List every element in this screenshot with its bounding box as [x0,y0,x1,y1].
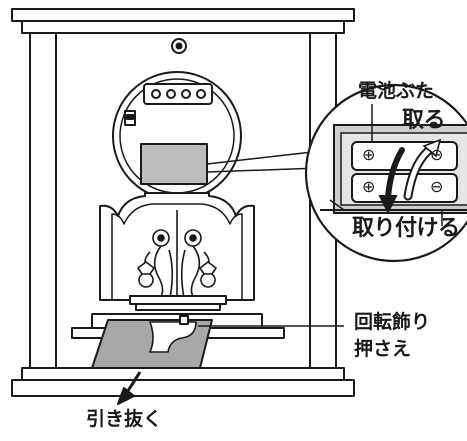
time-adjust-buttons [143,83,213,105]
battery-top-minus: ⊖ [430,145,444,164]
remove-label: 取る [402,108,446,133]
battery-bottom-plus: ⊕ [362,177,376,196]
hanging-hole [171,38,187,54]
cabinet-base [11,367,355,397]
battery-cover-small [140,143,208,185]
holder-label-line1: 回転飾り [354,311,431,333]
pull-out-label: 引き抜く [86,408,163,430]
rotating-ornament [137,210,217,300]
zoom-battery-detail [320,124,467,226]
cabinet-top [11,8,355,34]
small-switch [124,110,136,126]
holder-label-line2: 押さえ [354,338,412,360]
battery-bottom [351,173,458,203]
attach-arrow-icon [378,195,398,215]
battery-cover-label: 電池ぶた [358,80,435,102]
pull-out-arrow [117,371,142,405]
battery-bottom-minus: ⊖ [430,177,444,196]
battery-top-plus: ⊕ [362,145,376,164]
remove-arrow-icon [422,138,442,158]
ornament-holder-plate [91,315,213,369]
attach-label: 取り付ける [352,216,460,241]
